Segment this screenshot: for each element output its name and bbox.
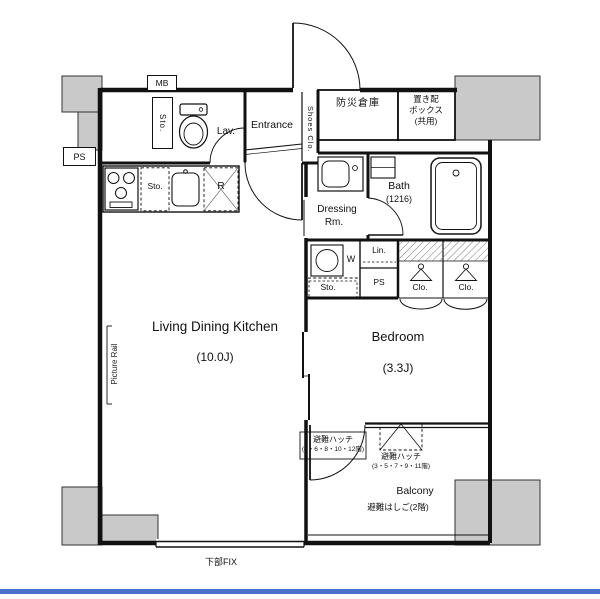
label-hatch-b-1: 避難ハッチ — [381, 452, 421, 461]
label-evacuation-ladder: 避難はしご(2階) — [367, 502, 429, 512]
pipe-space-left: PS — [63, 147, 96, 166]
bottom-accent-bar — [0, 589, 600, 594]
kitchen-storage-box — [140, 167, 170, 212]
concrete-pillars — [61, 75, 541, 546]
label-window-fix: 下部FIX — [204, 557, 238, 567]
label-lavatory: Lav. — [216, 126, 236, 137]
disaster-storage-room — [317, 89, 399, 141]
hall-door-arc — [244, 162, 303, 221]
meter-box: MB — [147, 75, 177, 91]
label-dressing-room: Dressing — [317, 204, 357, 215]
label-hatch-b-2: (3・5・7・9・11階) — [371, 463, 431, 470]
common-area-rooms — [317, 89, 456, 141]
label-linen: Lin. — [372, 245, 386, 255]
label-entrance: Entrance — [250, 119, 294, 131]
label-bedroom: Bedroom — [371, 329, 425, 344]
closet-bifold-doors — [399, 298, 488, 310]
vanity-icon — [317, 156, 364, 192]
label-closet-left: Clo. — [412, 282, 428, 292]
label-storage-utility: Sto. — [320, 282, 336, 292]
closet-pipe-hatch — [399, 241, 488, 261]
bath-fixtures — [370, 156, 482, 235]
label-refrigerator: R — [217, 181, 225, 192]
windows — [155, 422, 490, 548]
sink-icon — [171, 169, 200, 207]
delivery-box-room — [397, 89, 456, 141]
label-shoes-closet: Shoes Clo. — [306, 105, 315, 153]
genkan-step — [244, 143, 303, 155]
label-storage-kitchen: Sto. — [147, 181, 163, 191]
picture-rail-line — [106, 325, 112, 405]
label-picture-rail: Picture Rail — [110, 343, 119, 385]
walls — [97, 87, 492, 546]
label-hatch-a-1: 避難ハッチ — [313, 435, 353, 444]
storage-lavatory: Sto. — [152, 97, 173, 149]
entrance-door-arc — [292, 22, 361, 91]
label-closet-right: Clo. — [458, 282, 474, 292]
sliding-door — [302, 332, 310, 420]
utility-storage-box — [308, 280, 358, 298]
label-disaster-storage: 防災倉庫 — [336, 98, 380, 109]
hanger-icon — [409, 263, 433, 281]
stove-icon — [104, 167, 139, 211]
label-balcony: Balcony — [396, 485, 434, 497]
door-arcs — [209, 22, 488, 481]
bath-counter — [370, 156, 396, 179]
toilet-icon — [178, 103, 209, 149]
label-washer: W — [346, 254, 356, 264]
label-bath: Bath — [388, 180, 410, 192]
balcony-door-arc — [309, 424, 366, 481]
hanger-icon — [454, 263, 478, 281]
bath-door-arc — [367, 197, 404, 236]
label-delivery-box-line3: (共用) — [414, 116, 438, 126]
bathtub-icon — [430, 157, 482, 235]
label-ps-utility: PS — [373, 277, 385, 287]
label-delivery-box-line1: 置き配 — [413, 94, 439, 104]
kitchen-counter — [102, 165, 240, 213]
refrigerator-box — [203, 167, 239, 212]
utility-compartments — [308, 244, 396, 298]
label-bath-size: (1216) — [385, 194, 413, 204]
closets — [399, 241, 488, 281]
label-ldk: Living Dining Kitchen — [151, 319, 279, 334]
evacuation-hatch-b-icon — [379, 423, 423, 451]
lavatory-door-arc — [209, 127, 246, 164]
label-delivery-box: 置き配 ボックス (共用) — [409, 94, 443, 127]
evacuation-hatch-a-icon — [299, 431, 367, 460]
label-dressing-room-2: Rm. — [324, 217, 344, 228]
washer-icon — [310, 244, 344, 277]
label-bedroom-size: (3.3J) — [382, 361, 414, 375]
label-delivery-box-line2: ボックス — [409, 105, 443, 115]
label-ldk-size: (10.0J) — [196, 350, 234, 364]
label-hatch-a-2: (4・6・8・10・12階) — [301, 446, 365, 453]
